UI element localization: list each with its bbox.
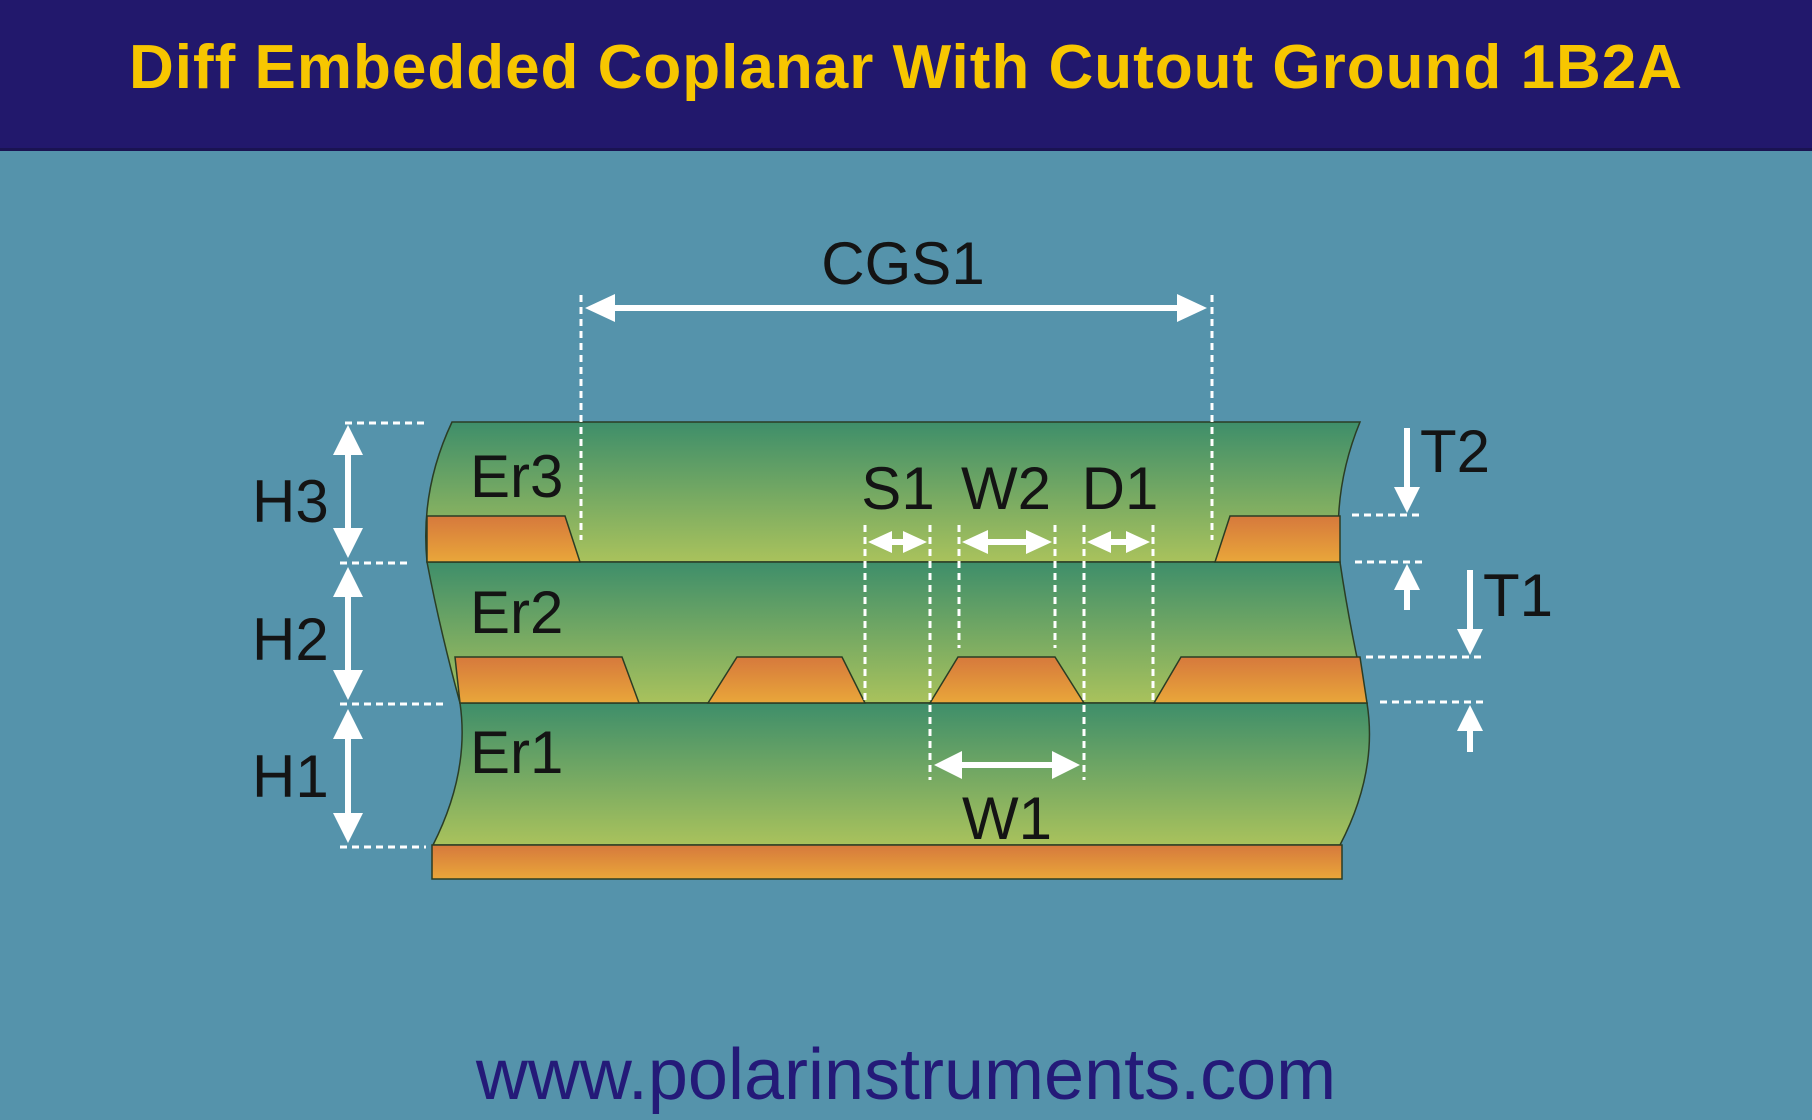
label-h1: H1 <box>252 743 329 810</box>
label-cgs1: CGS1 <box>821 230 984 297</box>
t2-dimension-arrow <box>1394 428 1420 610</box>
signal-trace-left <box>706 656 867 704</box>
label-h2: H2 <box>252 606 329 673</box>
label-s1: S1 <box>861 455 934 522</box>
title-bar: Diff Embedded Coplanar With Cutout Groun… <box>0 0 1812 151</box>
coplanar-ground-right <box>1152 656 1368 704</box>
w2-dimension-arrow <box>962 530 1052 554</box>
label-t2: T2 <box>1420 418 1490 485</box>
signal-trace-right <box>928 656 1086 704</box>
label-t1: T1 <box>1483 562 1553 629</box>
dielectric-er1 <box>431 702 1371 846</box>
coplanar-ground-left <box>454 656 641 704</box>
website-url: www.polarinstruments.com <box>475 1035 1337 1115</box>
h2-dimension-arrow <box>333 567 363 700</box>
d1-dimension-arrow <box>1087 531 1150 553</box>
label-er1: Er1 <box>470 719 563 786</box>
top-ground-left <box>426 515 582 563</box>
t1-dimension-arrow <box>1457 570 1483 752</box>
diagram-title: Diff Embedded Coplanar With Cutout Groun… <box>128 33 1684 102</box>
label-d1: D1 <box>1082 455 1159 522</box>
top-ground-right <box>1213 515 1341 563</box>
label-er3: Er3 <box>470 443 563 510</box>
s1-dimension-arrow <box>868 531 927 553</box>
w1-dimension-arrow <box>934 751 1080 779</box>
h3-dimension-arrow <box>333 425 363 558</box>
cgs1-dimension-arrow <box>585 294 1207 322</box>
label-w2: W2 <box>961 455 1051 522</box>
label-h3: H3 <box>252 468 329 535</box>
bottom-ground-plane <box>431 844 1343 880</box>
label-w1: W1 <box>962 785 1052 852</box>
label-er2: Er2 <box>470 579 563 646</box>
h1-dimension-arrow <box>333 709 363 843</box>
